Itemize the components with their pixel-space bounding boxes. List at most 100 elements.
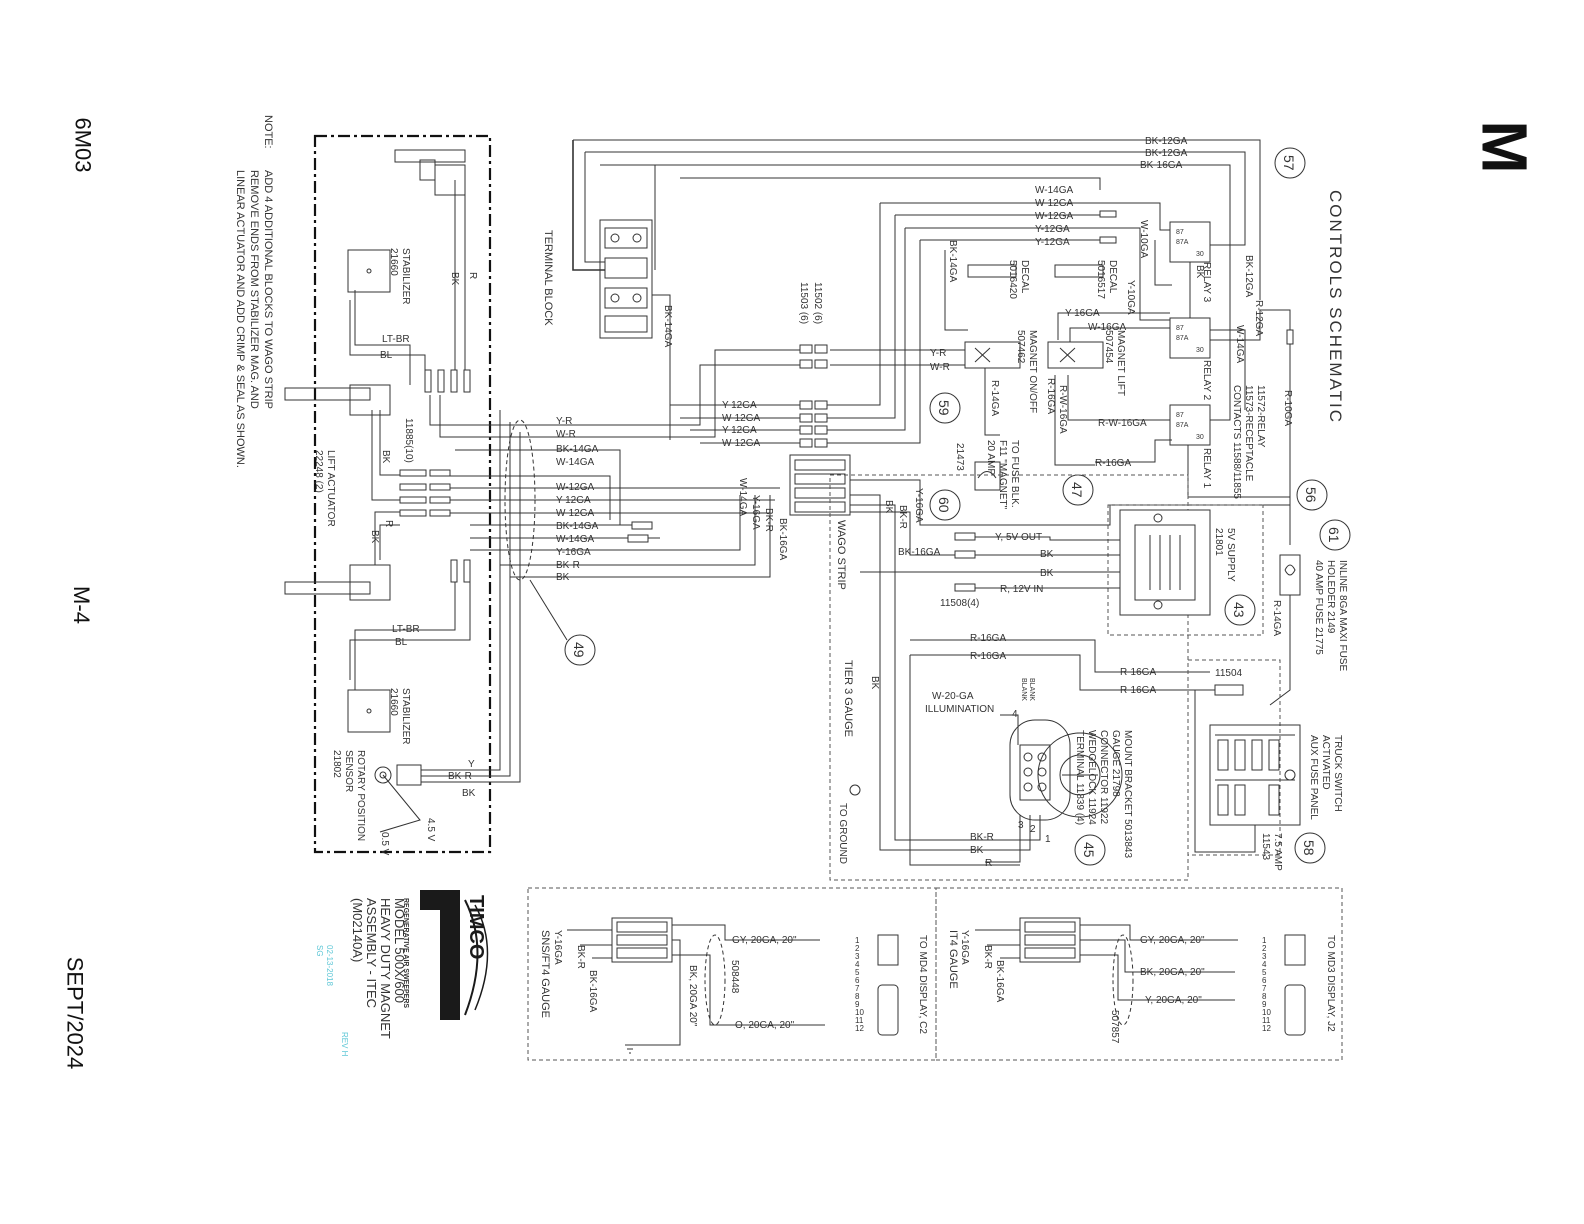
sns-gauge-box <box>527 887 937 1061</box>
note-label: NOTE: <box>262 115 274 149</box>
gauge-pin-bk: BK <box>970 845 984 856</box>
supply-part-11508: 11508(4) <box>940 598 979 609</box>
sns-wire-o: O, 20GA, 20" <box>735 1020 795 1031</box>
svg-text:3: 3 <box>855 952 860 961</box>
wire-bk12-relay: BK-12GA <box>1243 255 1254 298</box>
wire-relay-5: Y-12GA <box>1035 237 1070 248</box>
svg-text:10: 10 <box>1262 1008 1271 1017</box>
supply-name: 5V SUPPLY <box>1225 528 1236 582</box>
timco-logo <box>420 890 489 1020</box>
gauge-feed-r16-d: R-16GA <box>1120 685 1156 696</box>
svg-text:12: 12 <box>855 1024 864 1033</box>
svg-text:60: 60 <box>936 497 952 513</box>
supply-r12v: R, 12V IN <box>1000 584 1043 595</box>
wire-sensor-bkr: BK-R <box>448 771 472 782</box>
note-line-1: ADD 4 ADDITIONAL BLOCKS TO WAGO STRIP <box>262 170 274 409</box>
wire-w10: W-10GA <box>1138 220 1149 258</box>
wire-switch-wr: W-R <box>930 362 950 373</box>
wago-y16: Y-16GA <box>750 495 761 530</box>
svg-text:4: 4 <box>1262 960 1267 969</box>
it4-left-bk16: BK-16GA <box>994 960 1005 1003</box>
harness-y16: Y-16GA <box>556 547 591 558</box>
supply-bk1: BK <box>1040 549 1054 560</box>
wire-act-bot-bk: BK <box>369 530 380 544</box>
svg-text:59: 59 <box>936 400 952 416</box>
wire-sensor-bk: BK <box>462 788 476 799</box>
sensor-volt-high: 4.5 V <box>425 818 436 842</box>
sns-left-bk16: BK-16GA <box>587 970 598 1013</box>
wire-w14-relay: W-14GA <box>1234 325 1245 363</box>
gauge-pin-r: R <box>985 858 992 869</box>
it4-gauge-box <box>935 887 1343 1061</box>
svg-text:87: 87 <box>1176 325 1184 332</box>
wire-relay-bk: BK <box>1194 265 1205 279</box>
svg-text:87: 87 <box>1176 412 1184 419</box>
title-line-4: (M02140A) <box>350 898 365 962</box>
feed-y12-b: Y-12GA <box>722 425 757 436</box>
svg-text:30: 30 <box>1196 251 1204 258</box>
connector-block-feed <box>799 400 828 448</box>
magnet-lift-part: 507454 <box>1103 330 1114 364</box>
wago-bk16: BK-16GA <box>777 518 788 561</box>
callout-58: 58 <box>1294 832 1326 864</box>
wire-stabilizer-top-ltbr: LT-BR <box>382 334 410 345</box>
it4-wire-gy: GY, 20GA, 20" <box>1140 935 1205 946</box>
blank-pin-2: BLANK <box>1020 678 1027 701</box>
wago-bk-out: BK <box>883 500 894 514</box>
sns-wire-bk: BK, 20GA 20" <box>687 965 698 1027</box>
sns-md4: TO MD4 DISPLAY, C2 <box>917 935 928 1034</box>
title-line-1: MODEL 500X/600 <box>392 898 407 1003</box>
part-11504: 11504 <box>1215 668 1243 679</box>
wire-bk14-switch: BK-14GA <box>947 240 958 283</box>
it4-wire-y: Y, 20GA, 20" <box>1145 995 1202 1006</box>
relay-3-label: RELAY 3 <box>1201 262 1212 303</box>
wago-bkr-out: BK-R <box>897 505 908 529</box>
schematic-title: CONTROLS SCHEMATIC <box>1326 190 1345 424</box>
svg-text:87: 87 <box>1176 229 1184 236</box>
aux-fuse-amp: 7.5 AMP <box>1272 833 1283 871</box>
wire-r10: R-10GA <box>1282 390 1293 426</box>
callout-49: 49 <box>564 634 596 666</box>
wire-act-top-bk: BK <box>449 272 460 286</box>
lift-actuator-part: 22248 (2) <box>313 450 324 493</box>
aux-fuse-panel <box>1209 724 1301 826</box>
wire-act-top-r: R <box>467 272 478 279</box>
svg-text:61: 61 <box>1326 527 1342 543</box>
sns-label: SNS/FT4 GAUGE <box>539 930 551 1018</box>
wago-strip <box>789 454 851 516</box>
aux-fuse-2: ACTIVATED <box>1320 735 1331 790</box>
svg-text:9: 9 <box>855 1000 860 1009</box>
aux-fuse-3: AUX FUSE PANEL <box>1308 735 1319 820</box>
wire-rw16-relay: R-W-16GA <box>1098 418 1147 429</box>
wago-strip-label: WAGO STRIP <box>835 520 847 590</box>
wago-bkr: BK-R <box>763 508 774 532</box>
rotary-position-sensor <box>374 764 422 833</box>
svg-text:2: 2 <box>1262 944 1267 953</box>
supply-part: 21801 <box>1213 528 1224 556</box>
gauge-feed-r16-c: R-16GA <box>1120 667 1156 678</box>
logo-text: TIMCO <box>465 895 487 959</box>
inline-fuse-2: HOLEDER 2149 <box>1325 560 1336 634</box>
note-line-2: REMOVE ENDS FROM STABILIZER MAG. AND <box>248 170 260 409</box>
wire-sensor-y: Y <box>468 759 475 770</box>
stabilizer-top-body <box>347 249 391 293</box>
inline-fuse-1: INLINE 8GA MAXI FUSE <box>1337 560 1348 671</box>
harness-w12: W-12GA <box>556 482 594 493</box>
svg-text:30: 30 <box>1196 434 1204 441</box>
sns-left-bkr: BK-R <box>575 945 586 969</box>
svg-text:8: 8 <box>1262 992 1267 1001</box>
wire-y10: Y-10GA <box>1125 280 1136 315</box>
pin-4: 4 <box>1012 709 1018 720</box>
lift-actuator-name: LIFT ACTUATOR <box>325 450 336 527</box>
wire-relay-3: W-12GA <box>1035 211 1073 222</box>
harness-bkr: BK-R <box>556 560 580 571</box>
it4-harness: 507857 <box>1109 1010 1120 1044</box>
wire-relay-4: Y-12GA <box>1035 224 1070 235</box>
aux-fuse-boundary <box>1187 659 1281 856</box>
wire-w16-relay: W-16GA <box>1088 322 1126 333</box>
wire-act-mid-r: R <box>383 520 394 527</box>
wire-terminal-bk: BK-14GA <box>662 305 673 348</box>
callout-57: 57 <box>1274 147 1306 179</box>
stabilizer-bottom-part: 21660 <box>388 688 399 716</box>
